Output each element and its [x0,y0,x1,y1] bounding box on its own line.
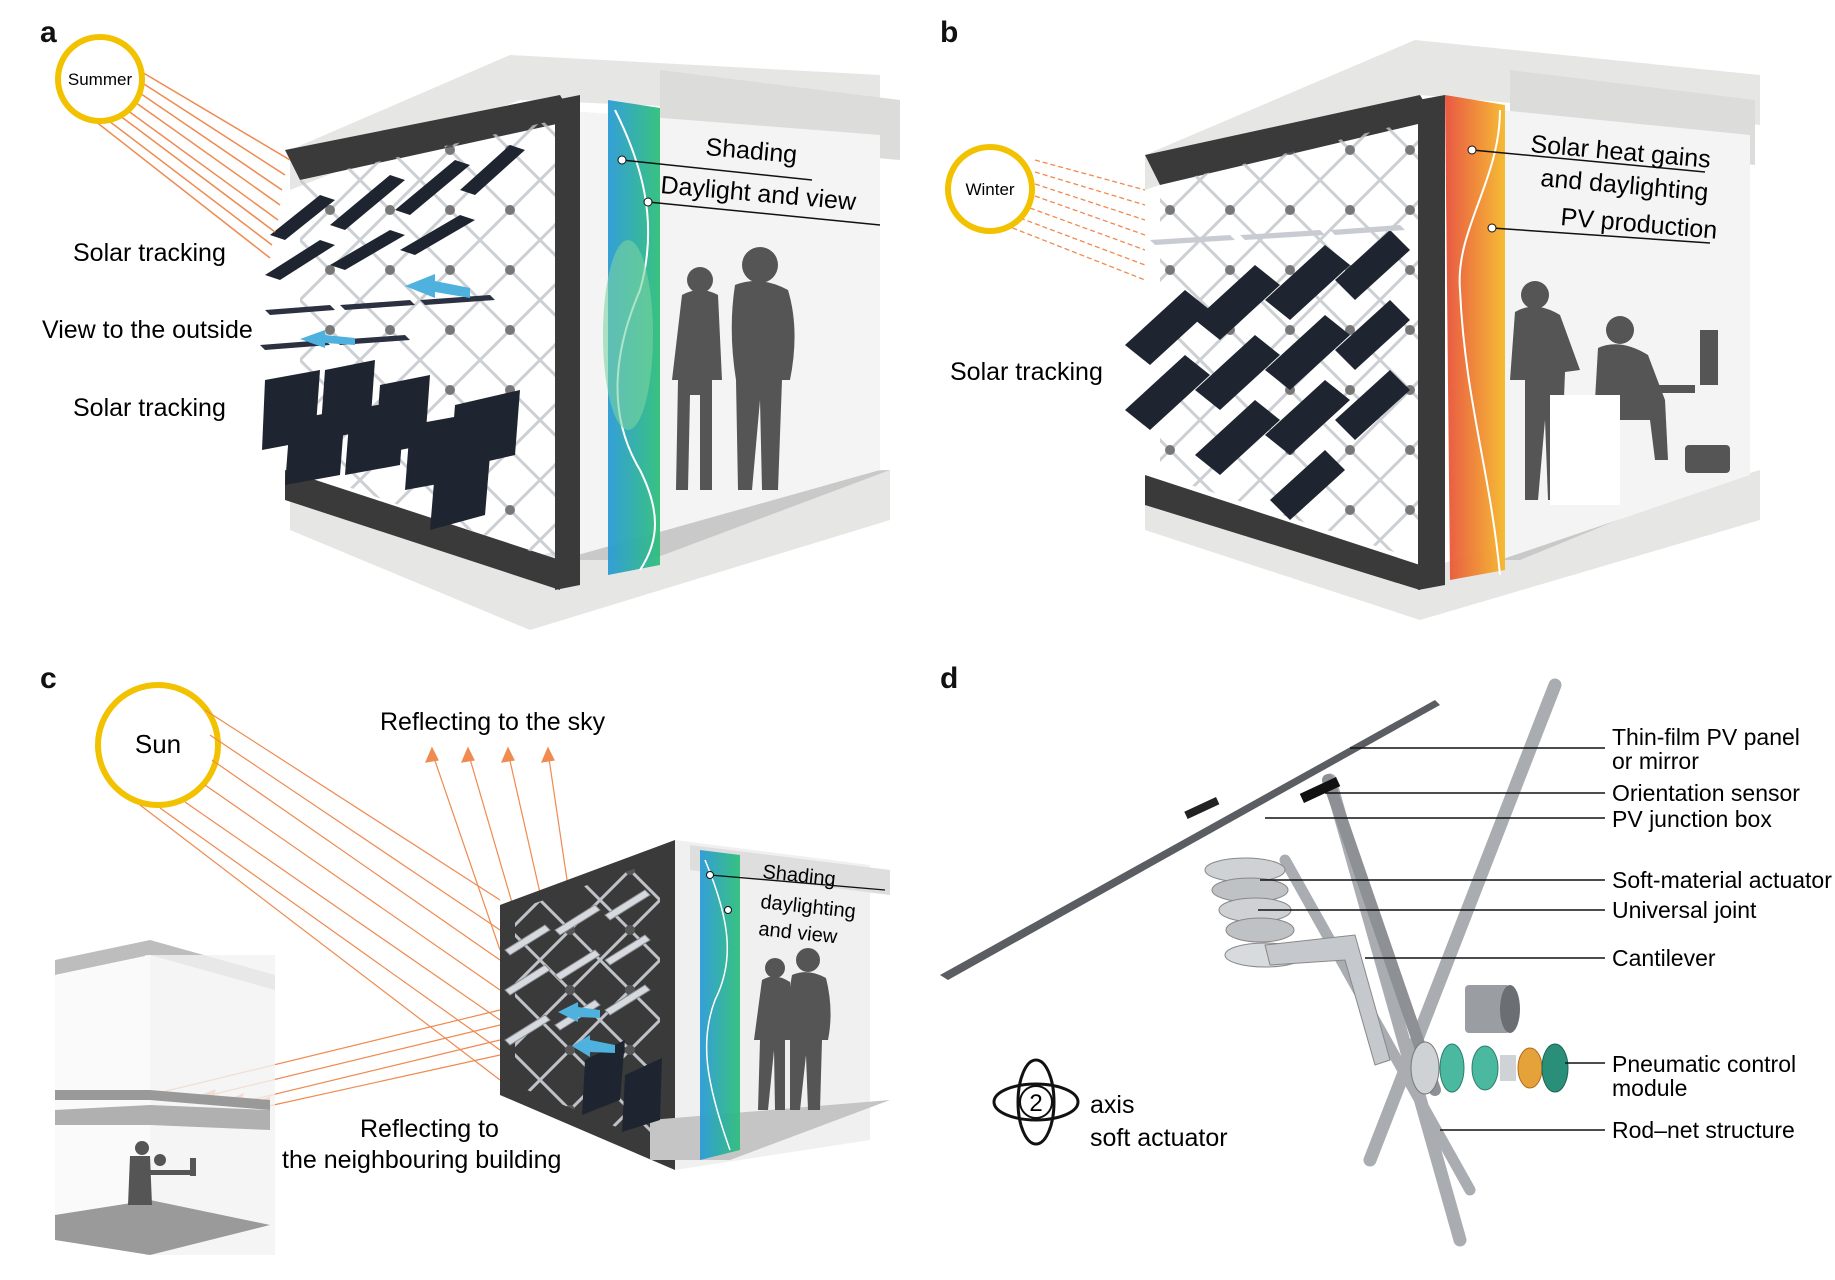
panel-c-letter: c [40,662,57,695]
panel-a-frame-right [555,95,580,590]
panel-c-rays-to-sky [425,746,571,951]
panel-d: d [940,662,1832,1247]
panel-a-leader-shading [621,159,813,181]
panel-c-label-neighbouring-building: the neighbouring building [282,1146,561,1174]
panel-d-axis-number: 2 [1029,1090,1042,1117]
panel-b-floor-slab [1145,470,1760,620]
panel-c-label-reflecting-to: Reflecting to [360,1115,499,1143]
panel-a-pv-modules-bottom [262,360,520,530]
panel-b-pv-modules-flat [1150,225,1405,245]
panel-b-sun-label: Winter [965,180,1014,199]
panel-b-leader-dot-pv [1487,223,1497,233]
panel-c-label-reflecting-sky: Reflecting to the sky [380,708,606,736]
panel-a: a [40,16,900,630]
panel-a-letter: a [40,16,57,49]
panel-c-sun-label: Sun [135,729,181,759]
callout-pneumatic-control: Pneumatic control [1612,1051,1796,1077]
callout-orientation-sensor: Orientation sensor [1612,780,1800,806]
panel-b-leader-dot-heat [1467,145,1477,155]
panel-c-leader-dot-daylighting [724,906,732,914]
panel-b-solar-bar [1445,95,1505,580]
panel-a-pv-modules-top [265,145,525,280]
panel-b: b [940,16,1760,620]
callout-rod-net-structure: Rod–net structure [1612,1117,1795,1143]
callout-soft-material-actuator: Soft-material actuator [1612,867,1832,893]
panel-c-leader-dot-shading [706,871,714,879]
panel-a-frame-bottom [285,470,560,590]
panel-a-leader-daylight [647,201,881,226]
panel-c-shading-curve [704,859,731,1151]
panel-d-sensor-rod [1322,774,1441,1096]
panel-b-leader-pv [1491,227,1711,244]
panel-a-leader-dot-daylight [643,197,653,207]
panel-d-letter: d [940,662,958,695]
panel-a-sun-rays [94,64,291,259]
panel-d-pneumatic-module [1410,985,1569,1095]
callout-universal-joint: Universal joint [1612,897,1757,923]
callout-thin-film-pv: Thin-film PV panel [1612,724,1800,750]
panel-d-leader-lines [1258,747,1605,1131]
panel-a-view-arrow-upper [405,274,470,298]
panel-a-people-silhouette [672,247,795,490]
panel-d-axis-label: axis [1090,1091,1134,1119]
panel-d-actuator [1184,777,1391,1066]
panel-c-shading-bar [700,850,740,1160]
panel-c-incoming-rays [139,709,501,1081]
panel-b-frame-bottom [1145,475,1420,590]
panel-c-sun [95,682,221,808]
panel-a-frame-top [285,95,575,180]
panel-d-axis-number-circle [1019,1085,1053,1119]
panel-b-label-solar-tracking: Solar tracking [950,358,1103,386]
panel-b-frame-right [1418,95,1445,590]
panel-c-leader-shading [709,874,886,891]
panel-b-sun-rays [1004,159,1146,281]
callout-pv-junction-box: PV junction box [1612,806,1772,832]
panel-d-axis-icon [992,1058,1080,1146]
panel-c-people-silhouette [754,948,831,1110]
panel-b-solar-curve [1458,109,1501,576]
panel-c-view-arrow-lower [572,1035,615,1057]
panel-a-daylight-window [603,240,653,430]
callout-module: module [1612,1075,1687,1101]
panel-b-desk [1550,395,1620,505]
panel-c-pv-modules [582,1040,662,1132]
panel-d-callouts: Thin-film PV panel or mirror Orientation… [1612,724,1832,1143]
panel-a-view-arrow-lower [300,330,355,348]
panel-a-leader-dot-shading [617,155,627,165]
panel-b-pv-modules [1125,230,1410,520]
panel-a-sun [55,34,145,124]
panel-d-pv-panel [940,700,1440,980]
panel-b-sun [945,144,1035,234]
callout-cantilever: Cantilever [1612,945,1716,971]
panel-b-frame-top [1145,95,1435,185]
panel-b-people-silhouette [1510,281,1730,500]
panel-a-label-view-outside: View to the outside [42,316,253,344]
panel-c: c Sun [40,662,890,1255]
panel-c-neighbour-building [55,940,275,1255]
callout-or-mirror: or mirror [1612,748,1699,774]
panel-b-leader-heat [1471,149,1706,173]
panel-a-sun-label: Summer [68,70,133,89]
panel-b-letter: b [940,16,958,49]
panel-d-soft-actuator-label: soft actuator [1090,1124,1228,1152]
panel-c-rodnet [515,860,660,1145]
panel-b-ceiling-slab [1145,40,1760,190]
panel-c-view-arrow-upper [558,1002,600,1022]
panel-a-label-solar-tracking-top: Solar tracking [73,239,226,267]
panel-a-label-solar-tracking-bottom: Solar tracking [73,394,226,422]
